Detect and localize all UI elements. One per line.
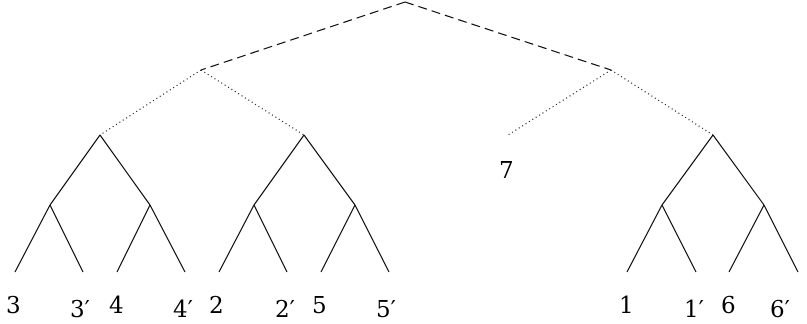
edge	[99, 134, 151, 206]
edge	[661, 204, 697, 273]
subtree-a	[14, 134, 186, 273]
edge	[253, 204, 288, 273]
edge-left-to-a	[99, 69, 202, 136]
edge	[712, 134, 765, 206]
edge	[253, 134, 305, 206]
edge-left-to-b	[200, 69, 305, 136]
leaf-label-2: 2	[209, 293, 224, 319]
edge	[49, 204, 84, 273]
leaf-label-2-prime: 2′	[275, 297, 295, 323]
edge	[626, 204, 663, 273]
edge	[14, 204, 51, 273]
second-level-edges	[99, 69, 714, 136]
edge	[354, 204, 390, 273]
edge	[218, 204, 255, 273]
leaf-label-5-prime: 5′	[376, 297, 396, 323]
leaf-label-6: 6	[721, 293, 736, 319]
leaf-label-5: 5	[312, 293, 327, 319]
edge	[116, 204, 151, 273]
leaf-label-3-prime: 3′	[70, 297, 90, 323]
edge	[728, 204, 765, 273]
leaf-label-4: 4	[109, 293, 124, 319]
edge-root-left	[200, 1, 406, 71]
edge	[320, 204, 356, 273]
leaf-label-3: 3	[6, 293, 21, 319]
leaf-labels: 3 3′ 4 4′ 2 2′ 5 5′ 7 1 1′ 6 6′	[6, 158, 790, 323]
subtree-c	[626, 134, 799, 273]
edge	[303, 134, 356, 206]
leaf-label-4-prime: 4′	[173, 297, 193, 323]
root-edges	[200, 1, 612, 71]
edge	[661, 134, 714, 206]
edge-root-right	[404, 1, 612, 71]
edge-right-to-c	[610, 69, 714, 136]
edge-right-to-7	[507, 69, 612, 136]
edge	[49, 134, 101, 206]
leaf-label-7: 7	[499, 158, 514, 184]
leaf-label-1: 1	[619, 293, 634, 319]
subtree-b	[218, 134, 390, 273]
edge	[763, 204, 799, 273]
leaf-label-6-prime: 6′	[770, 297, 790, 323]
leaf-label-1-prime: 1′	[684, 297, 704, 323]
edge	[149, 204, 186, 273]
